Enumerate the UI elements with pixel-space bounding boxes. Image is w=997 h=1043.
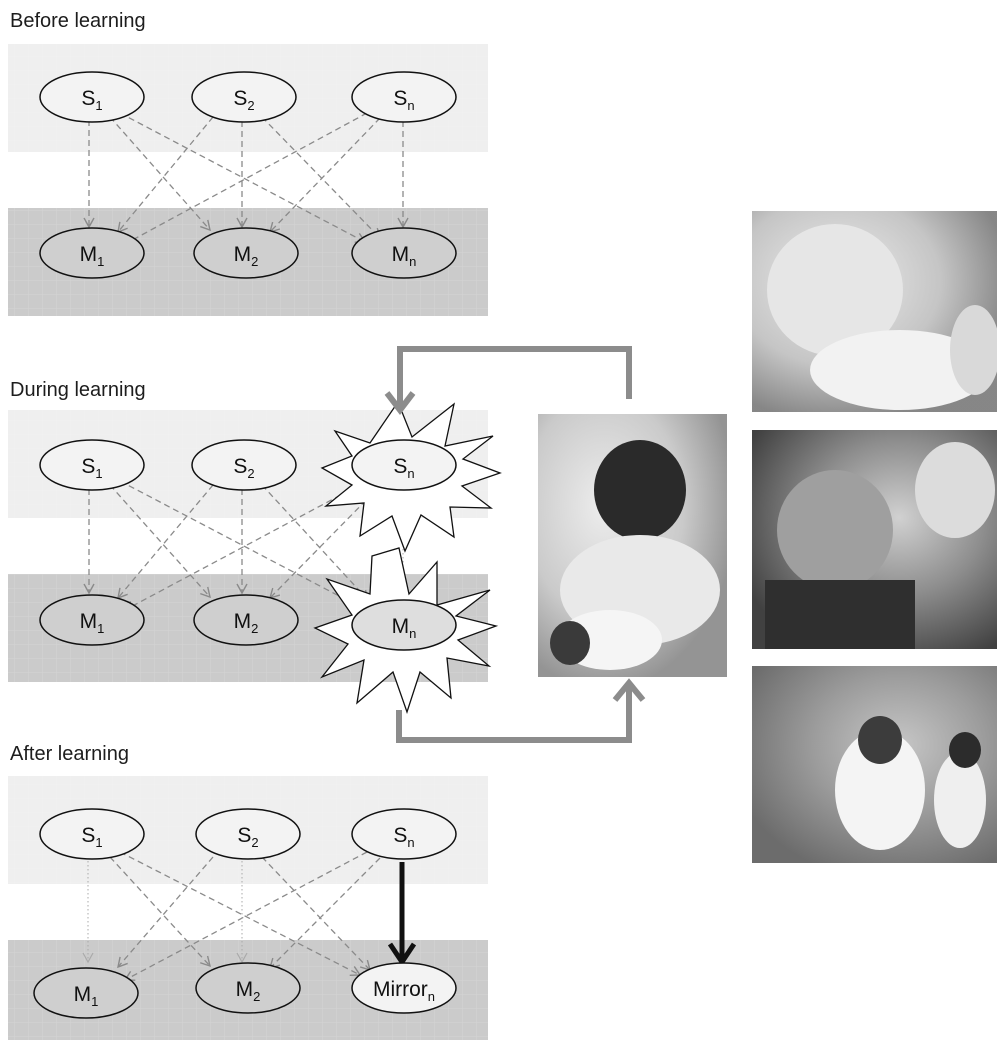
feedback-arrow-to-sensory xyxy=(397,346,632,405)
panel-before-learning: Before learning S1 S2 Sn xyxy=(8,10,488,316)
svg-text:S2: S2 xyxy=(233,455,254,481)
sensory-node-n: Sn xyxy=(351,71,457,123)
svg-text:S1: S1 xyxy=(81,455,102,481)
motor-node-n: Mn xyxy=(351,227,457,279)
node-subscript: n xyxy=(428,989,435,1004)
svg-text:Mn: Mn xyxy=(392,243,417,269)
motor-node-2: M2 xyxy=(195,962,301,1014)
svg-text:M1: M1 xyxy=(80,610,105,636)
motor-node-1: M1 xyxy=(39,227,145,279)
node-label: M xyxy=(392,243,410,266)
node-subscript: 2 xyxy=(253,989,260,1004)
node-label: S xyxy=(393,455,407,478)
sensory-node-2: S2 xyxy=(191,71,297,123)
svg-text:Mn: Mn xyxy=(392,615,417,641)
node-label: S xyxy=(81,455,95,478)
node-label: M xyxy=(80,610,98,633)
panel-after-learning: After learning S1 S2 xyxy=(8,743,488,1040)
photo-infant-reaching xyxy=(752,211,997,412)
node-subscript: 1 xyxy=(91,994,98,1009)
photo-children-arms-raised xyxy=(752,666,997,863)
node-label: M xyxy=(236,978,254,1001)
motor-node-2: M2 xyxy=(193,594,299,646)
node-subscript: 1 xyxy=(97,621,104,636)
sensory-node-2: S2 xyxy=(195,808,301,860)
motor-node-2: M2 xyxy=(193,227,299,279)
sensory-node-1: S1 xyxy=(39,71,145,123)
node-subscript: n xyxy=(407,466,414,481)
sensory-node-1: S1 xyxy=(39,808,145,860)
motor-node-1: M1 xyxy=(33,967,139,1019)
panel-during-learning: During learning S1 S2 Sn xyxy=(8,346,646,743)
svg-text:M2: M2 xyxy=(234,243,259,269)
node-label: S xyxy=(81,824,95,847)
node-subscript: 1 xyxy=(95,98,102,113)
node-label: S xyxy=(237,824,251,847)
connections xyxy=(109,851,381,981)
svg-text:S1: S1 xyxy=(81,824,102,850)
svg-text:S1: S1 xyxy=(81,87,102,113)
node-subscript: 2 xyxy=(251,254,258,269)
panel-title: Before learning xyxy=(10,10,146,32)
svg-text:S2: S2 xyxy=(237,824,258,850)
svg-text:Mirrorn: Mirrorn xyxy=(373,978,435,1004)
feedback-loop xyxy=(384,346,646,743)
node-label: S xyxy=(81,87,95,110)
svg-text:M2: M2 xyxy=(236,978,261,1004)
node-subscript: n xyxy=(409,626,416,641)
node-subscript: n xyxy=(407,835,414,850)
node-subscript: n xyxy=(407,98,414,113)
sensory-node-1: S1 xyxy=(39,439,145,491)
node-label: M xyxy=(80,243,98,266)
weak-links xyxy=(82,861,248,964)
node-label: S xyxy=(233,455,247,478)
node-label: M xyxy=(74,983,92,1006)
sensory-node-n: Sn xyxy=(351,439,457,491)
node-subscript: 2 xyxy=(247,466,254,481)
panel-title: During learning xyxy=(10,379,146,401)
svg-text:S2: S2 xyxy=(233,87,254,113)
connections xyxy=(83,480,381,611)
node-subscript: 2 xyxy=(251,835,258,850)
node-subscript: n xyxy=(409,254,416,269)
photo-caregiver-infant xyxy=(538,414,727,677)
sensory-node-n: Sn xyxy=(351,808,457,860)
node-subscript: 1 xyxy=(97,254,104,269)
panel-title: After learning xyxy=(10,743,129,765)
node-subscript: 2 xyxy=(247,98,254,113)
mirror-arrow xyxy=(387,862,417,967)
node-label: Mirror xyxy=(373,978,428,1001)
node-label: M xyxy=(234,243,252,266)
svg-text:Sn: Sn xyxy=(393,455,414,481)
node-subscript: 2 xyxy=(251,621,258,636)
node-subscript: 1 xyxy=(95,466,102,481)
svg-text:Sn: Sn xyxy=(393,87,414,113)
connections xyxy=(83,112,409,245)
node-label: S xyxy=(393,87,407,110)
photo-children-facing xyxy=(752,430,997,649)
node-label: S xyxy=(393,824,407,847)
motor-node-n: Mn xyxy=(351,599,457,651)
svg-text:M1: M1 xyxy=(80,243,105,269)
node-label: S xyxy=(233,87,247,110)
node-label: M xyxy=(392,615,410,638)
mirror-node-n: Mirrorn xyxy=(351,962,457,1014)
feedback-arrow-from-motor xyxy=(396,685,632,743)
svg-text:M2: M2 xyxy=(234,610,259,636)
motor-node-1: M1 xyxy=(39,594,145,646)
node-subscript: 1 xyxy=(95,835,102,850)
sensory-node-2: S2 xyxy=(191,439,297,491)
svg-text:M1: M1 xyxy=(74,983,99,1009)
node-label: M xyxy=(234,610,252,633)
svg-text:Sn: Sn xyxy=(393,824,414,850)
